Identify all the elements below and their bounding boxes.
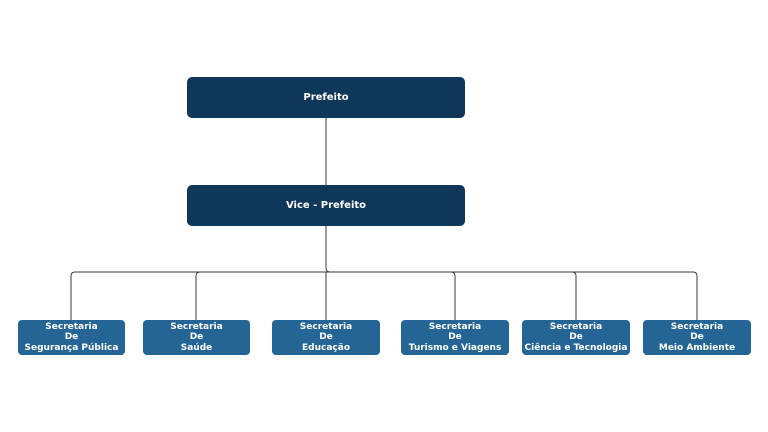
secretaria-label: Secretaria — [428, 321, 482, 332]
de-label: De — [690, 332, 704, 343]
prefeito-box: Prefeito — [187, 77, 465, 118]
secretaria-meio-ambiente-box: Secretaria De Meio Ambiente — [643, 320, 751, 355]
department-label: Meio Ambiente — [658, 342, 736, 353]
secretaria-label: Secretaria — [170, 321, 223, 332]
vice-prefeito-box: Vice - Prefeito — [187, 185, 465, 226]
department-label: Saúde — [180, 342, 213, 353]
connector-drop-saude — [195, 271, 201, 320]
connector-drop-seguranca — [70, 271, 76, 320]
secretaria-ciencia-box: Secretaria De Ciência e Tecnologia — [522, 320, 630, 355]
department-label: Turismo e Viagens — [408, 342, 502, 353]
de-label: De — [64, 332, 79, 343]
secretaria-label: Secretaria — [45, 321, 98, 332]
secretaria-turismo-box: Secretaria De Turismo e Viagens — [401, 320, 509, 355]
de-label: De — [569, 332, 583, 343]
connector-drop-turismo — [450, 271, 456, 320]
connector-drop-ciencia — [571, 271, 577, 320]
secretaria-seguranca-box: Secretaria De Segurança Pública — [18, 320, 125, 355]
department-label: Educação — [302, 342, 350, 353]
secretaria-label: Secretaria — [549, 321, 603, 332]
department-label: Segurança Pública — [24, 342, 119, 353]
secretaria-saude-box: Secretaria De Saúde — [143, 320, 250, 355]
vice-prefeito-label: Vice - Prefeito — [285, 200, 367, 211]
department-label: Ciência e Tecnologia — [524, 342, 628, 353]
connector-vice-bus — [325, 225, 331, 273]
de-label: De — [319, 332, 333, 343]
de-label: De — [189, 332, 204, 343]
prefeito-label: Prefeito — [303, 92, 349, 103]
secretaria-label: Secretaria — [670, 321, 724, 332]
connector-drop-meio-ambiente — [692, 271, 698, 320]
de-label: De — [448, 332, 462, 343]
secretaria-educacao-box: Secretaria De Educação — [272, 320, 380, 355]
secretaria-label: Secretaria — [299, 321, 353, 332]
